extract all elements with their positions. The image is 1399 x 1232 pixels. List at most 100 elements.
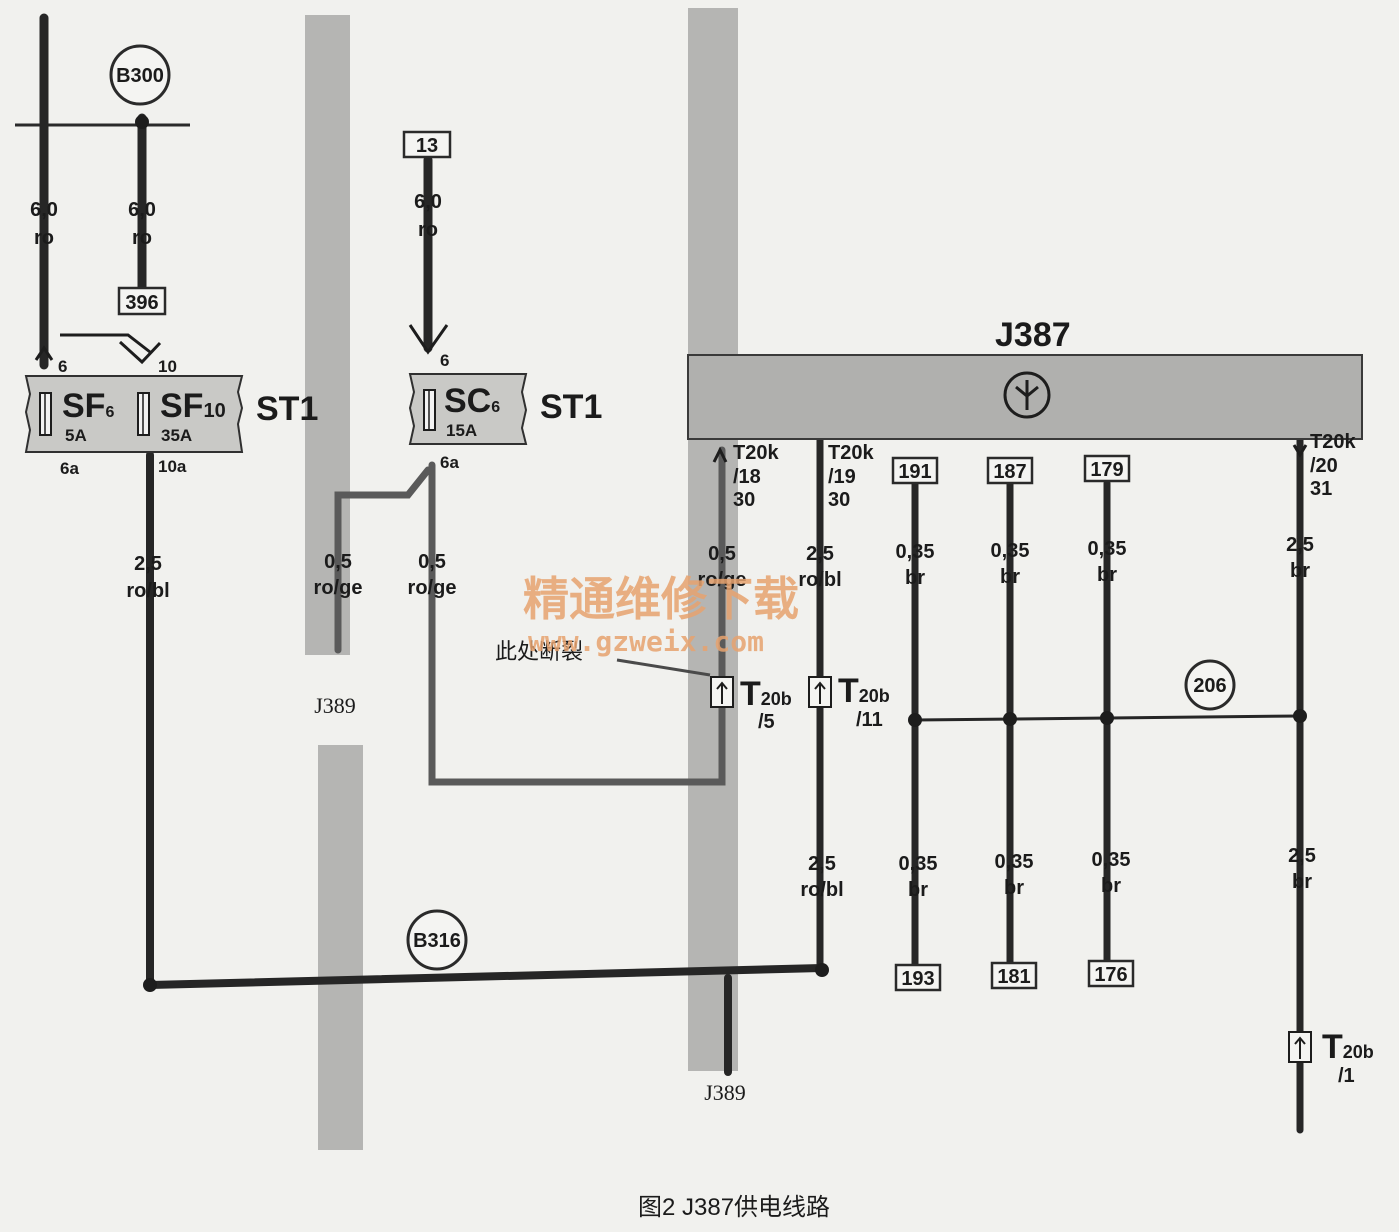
svg-text:2,5: 2,5 bbox=[808, 853, 836, 875]
svg-text:0,35: 0,35 bbox=[991, 540, 1030, 562]
ref-13: 13 bbox=[416, 135, 438, 157]
fuse-box-st1-right bbox=[408, 373, 528, 445]
pin-out-10a: 10a bbox=[158, 457, 187, 476]
ref-boxes bbox=[117, 130, 1135, 992]
svg-text:6,0: 6,0 bbox=[414, 191, 442, 213]
pin-out-sc6a: 6a bbox=[440, 453, 459, 472]
fuse-sc6-rating: 15A bbox=[446, 421, 477, 440]
svg-text:br: br bbox=[1292, 871, 1312, 893]
svg-text:ro/bl: ro/bl bbox=[800, 879, 843, 901]
ground-bus-left-upper bbox=[305, 15, 350, 655]
ref-396: 396 bbox=[125, 292, 158, 314]
svg-text:br: br bbox=[908, 879, 928, 901]
figure-caption: 图2 J387供电线路 bbox=[638, 1194, 830, 1221]
svg-text:30: 30 bbox=[828, 489, 850, 511]
svg-text:br: br bbox=[1101, 875, 1121, 897]
wire-labels: 6,0 ro 6,0 ro 6,0 ro 2,5 ro/bl 0,5 ro/ge… bbox=[30, 191, 1316, 901]
svg-text:0,35: 0,35 bbox=[1088, 538, 1127, 560]
break-annotation: 此处断裂 bbox=[495, 640, 583, 665]
svg-text:2,5: 2,5 bbox=[134, 553, 162, 575]
fuse-sc6-name: SC6 bbox=[444, 382, 500, 420]
svg-text:ro/bl: ro/bl bbox=[126, 580, 169, 602]
svg-text:br: br bbox=[1000, 566, 1020, 588]
fuse-sf6-rating: 5A bbox=[65, 426, 87, 445]
svg-text:ro: ro bbox=[34, 227, 54, 249]
svg-text:0,35: 0,35 bbox=[995, 851, 1034, 873]
control-unit-pins: T20k /18 30 T20k /19 30 T20k /20 31 bbox=[733, 431, 1356, 511]
svg-text:ro: ro bbox=[418, 219, 438, 241]
svg-text:ro: ro bbox=[132, 227, 152, 249]
ref-193: 193 bbox=[901, 968, 934, 990]
watermark-text: 精通维修下载 bbox=[523, 572, 799, 626]
break-annotation-leader bbox=[616, 658, 711, 677]
ground-bus-left-lower bbox=[318, 745, 363, 1150]
svg-text:6,0: 6,0 bbox=[30, 199, 58, 221]
svg-text:30: 30 bbox=[733, 489, 755, 511]
fuse-box-label-left: ST1 bbox=[256, 390, 318, 428]
ground-bus-label-left: J389 bbox=[314, 693, 356, 718]
splice-dots bbox=[135, 115, 1307, 992]
svg-text:br: br bbox=[1097, 564, 1117, 586]
svg-text:ro/ge: ro/ge bbox=[314, 577, 363, 599]
svg-text:2,5: 2,5 bbox=[1286, 534, 1314, 556]
wire-w5 bbox=[334, 466, 432, 654]
svg-text:T20k: T20k bbox=[828, 442, 874, 464]
svg-text:31: 31 bbox=[1310, 478, 1332, 500]
fuse-sf10-rating: 35A bbox=[161, 426, 192, 445]
pin-in-6: 6 bbox=[58, 357, 67, 376]
fuse-box-st1-left bbox=[24, 375, 244, 453]
pin-out-6a: 6a bbox=[60, 459, 79, 478]
svg-text:2,5: 2,5 bbox=[806, 543, 834, 565]
svg-text:T20k: T20k bbox=[733, 442, 779, 464]
svg-text:/19: /19 bbox=[828, 466, 856, 488]
connector-t20b-5-pin: /5 bbox=[758, 711, 775, 733]
control-unit-j387 bbox=[687, 354, 1363, 440]
fuse-sf10-name: SF10 bbox=[160, 387, 226, 425]
svg-text:0,5: 0,5 bbox=[418, 551, 446, 573]
svg-text:2,5: 2,5 bbox=[1288, 845, 1316, 867]
ref-191: 191 bbox=[898, 461, 931, 483]
ref-206-circle bbox=[1184, 659, 1236, 711]
ref-b300-circle bbox=[109, 44, 171, 106]
svg-text:T20k: T20k bbox=[1310, 431, 1356, 453]
svg-text:br: br bbox=[905, 567, 925, 589]
svg-text:0,35: 0,35 bbox=[899, 853, 938, 875]
svg-text:br: br bbox=[1004, 877, 1024, 899]
svg-text:0,35: 0,35 bbox=[896, 541, 935, 563]
pin-in-sc6: 6 bbox=[440, 351, 449, 370]
connector-t20b-1-pin: /1 bbox=[1338, 1065, 1355, 1087]
svg-text:/20: /20 bbox=[1310, 455, 1338, 477]
svg-text:0,5: 0,5 bbox=[324, 551, 352, 573]
svg-text:ro/bl: ro/bl bbox=[798, 569, 841, 591]
connector-t20b-5: T20b bbox=[740, 675, 792, 713]
watermark-url: www.gzweix.com bbox=[528, 625, 764, 658]
ref-b316: B316 bbox=[413, 930, 461, 952]
control-unit-symbol-icon bbox=[1003, 371, 1051, 419]
svg-text:br: br bbox=[1290, 560, 1310, 582]
ref-b300: B300 bbox=[116, 65, 164, 87]
ref-181: 181 bbox=[997, 966, 1030, 988]
fuse-sf6-name: SF6 bbox=[62, 387, 114, 425]
ref-b316-circle bbox=[406, 909, 468, 971]
ref-circles bbox=[109, 44, 1236, 971]
connector-t20b-1: T20b bbox=[1322, 1028, 1374, 1066]
connector-t20b-11: T20b bbox=[838, 672, 890, 710]
svg-text:6,0: 6,0 bbox=[128, 199, 156, 221]
ref-206: 206 bbox=[1193, 675, 1226, 697]
connector-t20b-11-pin: /11 bbox=[856, 709, 883, 731]
svg-text:ro/ge: ro/ge bbox=[408, 577, 457, 599]
fuse-box-label-right: ST1 bbox=[540, 388, 602, 426]
svg-text:ro/ge: ro/ge bbox=[698, 569, 747, 591]
ref-187: 187 bbox=[993, 461, 1026, 483]
svg-text:0,5: 0,5 bbox=[708, 543, 736, 565]
svg-text:0,35: 0,35 bbox=[1092, 849, 1131, 871]
svg-text:/18: /18 bbox=[733, 466, 761, 488]
ground-return-line bbox=[146, 964, 826, 989]
ref-176: 176 bbox=[1094, 964, 1127, 986]
wire-w6 bbox=[428, 446, 726, 786]
ground-bus-right bbox=[688, 8, 738, 1071]
pin-in-10: 10 bbox=[158, 357, 177, 376]
pin-arrows bbox=[34, 324, 1308, 463]
